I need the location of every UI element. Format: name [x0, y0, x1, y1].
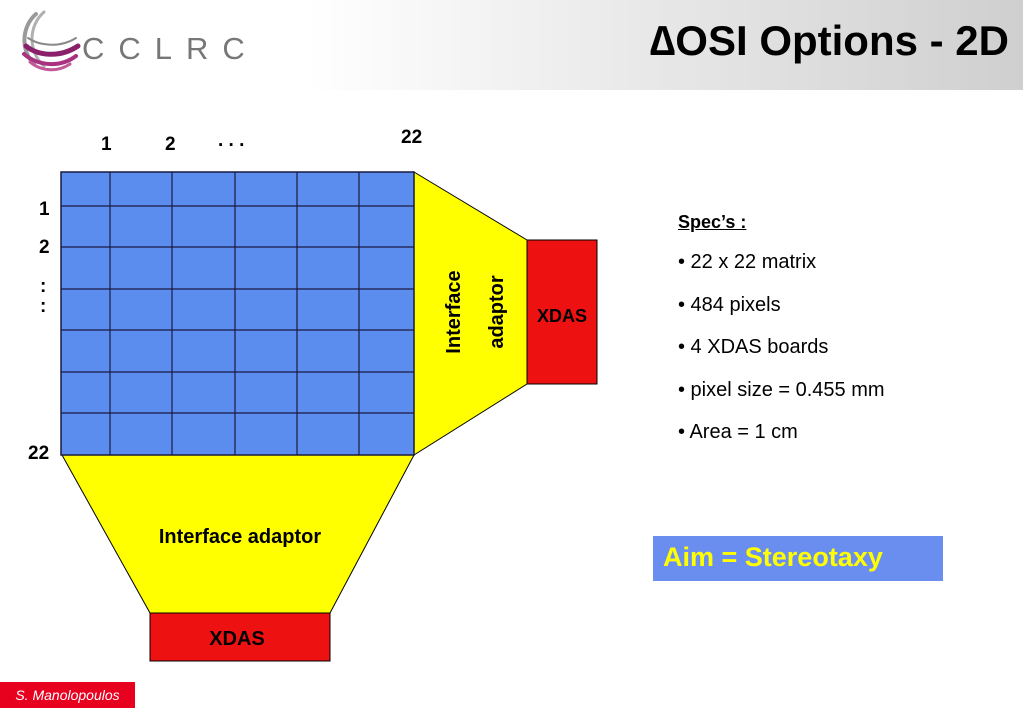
logo-text: CCLRC: [82, 31, 259, 66]
row-label-1: 1: [39, 199, 50, 220]
side-xdas-board: [526, 239, 598, 385]
row-label-dots-1: :: [40, 276, 47, 297]
page-title: ∆OSI Options - 2D: [649, 17, 1009, 64]
specs-panel: Spec’s : • 22 x 22 matrix • 484 pixels •…: [678, 212, 885, 464]
spec-item: • 4 XDAS boards: [678, 336, 829, 358]
side-xdas-label: XDAS: [537, 306, 587, 326]
spec-item: • 22 x 22 matrix: [678, 251, 817, 273]
row-label-dots-2: :: [40, 296, 47, 317]
pixel-matrix: [60, 171, 415, 456]
row-label-2: 2: [39, 237, 50, 258]
spec-item: • pixel size = 0.455 mm: [678, 378, 885, 401]
col-label-1: 1: [101, 134, 112, 155]
specs-title: Spec’s :: [678, 212, 747, 232]
aim-box: Aim = Stereotaxy: [653, 536, 943, 581]
cclrc-globe-icon: [22, 10, 81, 72]
col-label-22: 22: [401, 127, 423, 148]
bottom-xdas-board: [149, 612, 331, 662]
side-interface-adaptor: [413, 171, 528, 456]
bottom-xdas-label: XDAS: [209, 628, 265, 650]
author-footer: S. Manolopoulos: [0, 682, 135, 708]
row-label-22: 22: [28, 443, 50, 464]
col-label-ellipsis: . . .: [218, 130, 245, 151]
bottom-adaptor-label: Interface adaptor: [159, 526, 321, 548]
side-adaptor-label-2: adaptor: [486, 275, 508, 349]
header-bar: CCLRC ∆OSI Options - 2D: [0, 0, 1023, 90]
spec-item: • Area = 1 cm: [678, 421, 798, 443]
side-adaptor-label-1: Interface: [443, 270, 465, 353]
matrix-grid-lines: [61, 172, 414, 455]
col-label-2: 2: [165, 134, 176, 155]
spec-item: • 484 pixels: [678, 293, 781, 316]
